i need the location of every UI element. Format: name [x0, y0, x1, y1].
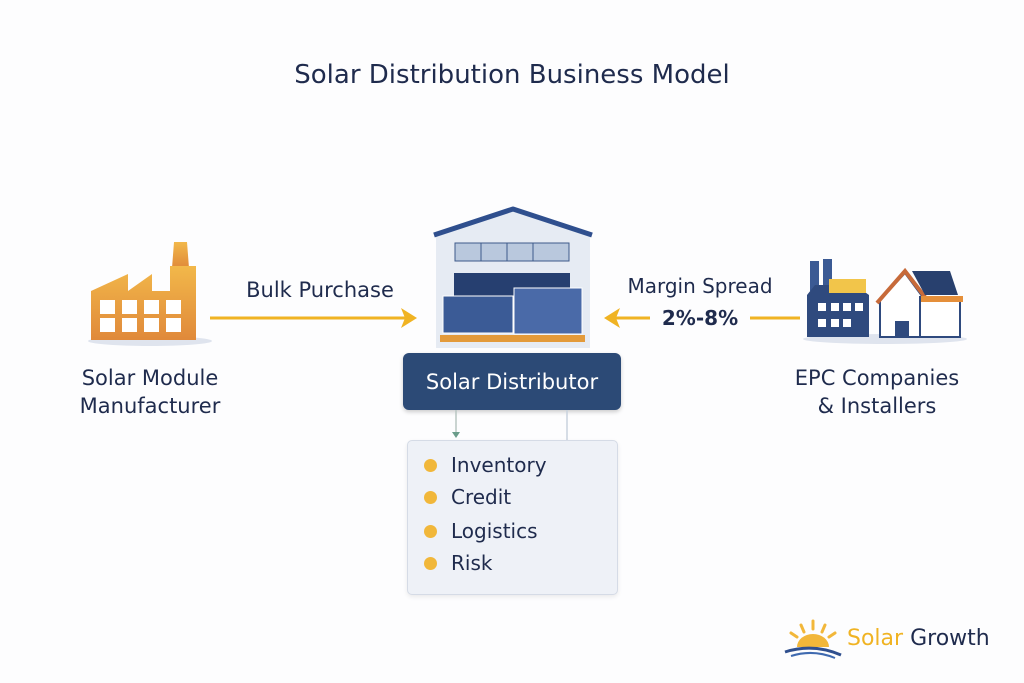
factory-house-icon: [803, 259, 967, 344]
list-item: Risk: [424, 551, 492, 575]
list-item-label: Inventory: [451, 453, 547, 477]
list-item: Inventory: [424, 453, 547, 477]
solar-growth-logo: Solar Growth: [783, 617, 990, 659]
solar-distributor-box: Solar Distributor: [403, 353, 621, 410]
functions-list: Inventory Credit Logistics Risk: [407, 440, 618, 595]
manufacturer-label: Solar Module Manufacturer: [40, 364, 260, 420]
margin-spread-label: Margin Spread: [627, 274, 773, 298]
list-item-label: Logistics: [451, 519, 538, 543]
customers-line1: EPC Companies: [794, 366, 960, 390]
list-item-label: Risk: [451, 551, 493, 575]
sun-waves-icon: [784, 619, 842, 659]
margin-spread-arrow: [604, 308, 800, 328]
bullet-icon: [424, 490, 437, 504]
customers-label: EPC Companies & Installers: [767, 364, 987, 420]
logo-word-growth: Growth: [910, 625, 990, 651]
margin-spread-value: 2%-8%: [661, 306, 739, 330]
bullet-icon: [424, 556, 437, 570]
solar-distributor-label: Solar Distributor: [425, 369, 599, 394]
connector-lines: [452, 410, 568, 440]
manufacturer-line1: Solar Module: [81, 366, 219, 390]
diagram-title: Solar Distribution Business Model: [294, 60, 730, 90]
bullet-icon: [424, 524, 437, 538]
list-item-label: Credit: [451, 485, 512, 509]
customers-line2: & Installers: [817, 394, 937, 418]
manufacturer-line2: Manufacturer: [79, 394, 221, 418]
bulk-purchase-label: Bulk Purchase: [246, 278, 394, 302]
factory-icon: [88, 242, 212, 346]
list-item: Logistics: [424, 519, 538, 543]
bullet-icon: [424, 458, 437, 472]
logo-word-solar: Solar: [847, 625, 904, 651]
bulk-purchase-arrow: [210, 308, 417, 328]
warehouse-icon: [433, 206, 593, 348]
list-item: Credit: [424, 485, 511, 509]
